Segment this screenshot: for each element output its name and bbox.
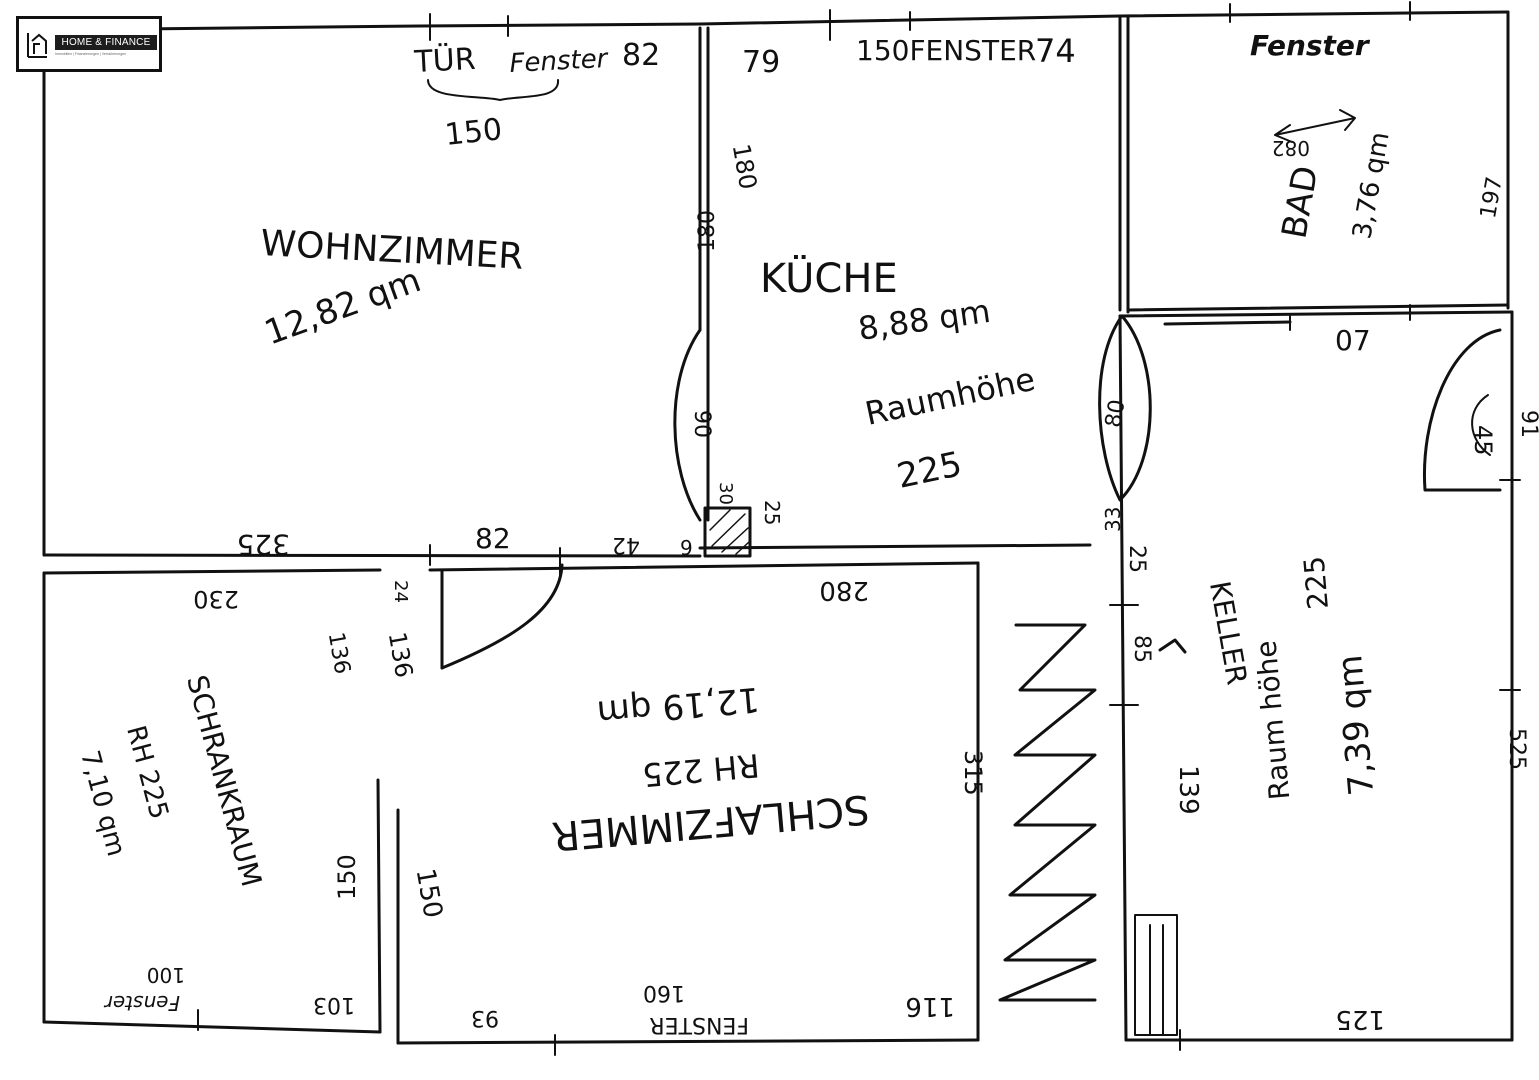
label-keller: KELLER — [1203, 579, 1254, 688]
label-180a: 180 — [695, 210, 720, 252]
label-85: 85 — [1129, 635, 1154, 663]
wall-schrank-right — [376, 778, 382, 1034]
label-103: 103 — [313, 992, 355, 1017]
label-tuer: TÜR — [413, 41, 477, 80]
door-arc-kueche-keller — [1098, 314, 1152, 502]
label-30: 30 — [715, 482, 736, 505]
label-07: 07 — [1335, 324, 1371, 357]
door-arc-schlaf — [440, 563, 564, 670]
label-schlafzimmer: SCHLAFZIMMER — [550, 785, 871, 859]
label-33: 33 — [1101, 507, 1125, 532]
wall-schrank-bottom — [42, 1020, 382, 1034]
label-225-k: 225 — [894, 444, 966, 497]
keller-shelf — [1134, 914, 1178, 1036]
label-136b: 136 — [383, 630, 419, 680]
bad-window-bar — [1163, 320, 1292, 326]
label-82-top: 82 — [622, 38, 660, 73]
wall-schrank-top — [42, 568, 382, 575]
label-197: 197 — [1476, 175, 1508, 221]
label-125: 125 — [1335, 1004, 1385, 1034]
label-139: 139 — [1173, 765, 1203, 815]
label-bad-qm: 3,76 qm — [1347, 130, 1395, 242]
wall-bad-bottom — [1126, 303, 1510, 312]
label-fenster-kueche: 150FENSTER — [856, 34, 1036, 67]
wall-keller-top — [1118, 310, 1514, 318]
label-45: 45 — [1469, 425, 1497, 456]
label-150b: 150 — [410, 866, 448, 920]
label-keller-225: 225 — [1297, 555, 1335, 611]
label-525: 525 — [1504, 728, 1529, 770]
wall-schlaf-bottom — [396, 1038, 980, 1045]
keller-shelf-lines — [1149, 924, 1164, 1036]
label-schrank-rh: RH 225 — [120, 722, 174, 822]
wall-keller-left — [1118, 314, 1128, 1042]
wall-kueche-bottom — [698, 543, 1092, 550]
label-schrank-qm: 7,10 qm — [74, 747, 131, 859]
bad-arrow — [1274, 109, 1356, 143]
logo-brand: HOME & FINANCE — [55, 35, 157, 50]
label-230: 230 — [193, 585, 239, 613]
label-schlaf-qm: 12,19 qm — [595, 679, 761, 733]
label-25-small: 25 — [760, 500, 784, 525]
label-wohnzimmer-qm: 12,82 qm — [259, 260, 426, 353]
label-150: 150 — [443, 112, 504, 153]
label-90: 90 — [689, 410, 714, 438]
chimney — [703, 506, 752, 558]
wall-top — [42, 10, 1510, 32]
label-180b: 180 — [727, 142, 763, 192]
label-160: 160 — [643, 980, 685, 1005]
wall-schlaf-top — [428, 561, 980, 572]
label-fenster-schrank: Fenster — [103, 991, 180, 1015]
label-315: 315 — [959, 750, 987, 796]
label-keller-qm: 7,39 qm — [1330, 653, 1382, 797]
label-24: 24 — [390, 580, 411, 603]
label-74: 74 — [1035, 32, 1076, 70]
label-116: 116 — [905, 991, 955, 1021]
label-schrankraum: SCHRANKRAUM — [180, 672, 268, 890]
home-finance-logo: HOME & FINANCE Immobilien | Finanzierung… — [16, 16, 162, 72]
label-schlaf-rh: RH 225 — [641, 746, 761, 794]
wall-wohnzimmer-bottom — [42, 553, 702, 558]
label-93: 93 — [471, 1005, 499, 1030]
logo-tagline: Immobilien | Finanzierungen | Versicheru… — [55, 52, 127, 56]
label-82-mid: 82 — [475, 522, 511, 555]
label-25-keller: 25 — [1124, 545, 1149, 573]
chimney-hatch — [709, 509, 750, 555]
label-082: 082 — [1272, 136, 1310, 160]
label-280: 280 — [819, 575, 869, 605]
label-80-door: 80 — [1101, 398, 1130, 430]
house-logo-icon — [27, 33, 47, 58]
label-bad: BAD — [1274, 163, 1326, 242]
label-kueche: KÜCHE — [760, 254, 898, 302]
label-150a: 150 — [333, 854, 361, 900]
brace-150 — [427, 79, 560, 101]
label-136a: 136 — [323, 630, 355, 676]
label-raumhoehe-k: Raumhöhe — [862, 360, 1039, 433]
door-arc-keller-arrow — [1471, 394, 1491, 456]
label-keller-rh: Raum höhe — [1250, 639, 1297, 801]
label-42: 42 — [612, 532, 640, 557]
keller-gap — [1158, 638, 1187, 654]
label-fenster-schlaf: FENSTER — [649, 1012, 749, 1037]
door-arc-keller — [1422, 328, 1502, 492]
label-100: 100 — [147, 963, 185, 987]
label-79: 79 — [742, 45, 780, 80]
label-fenster-bad: Fenster — [1250, 29, 1371, 62]
stairs — [998, 623, 1097, 1002]
label-325: 325 — [237, 528, 290, 561]
door-arc-wohn-kueche — [673, 328, 702, 522]
label-91: 91 — [1516, 410, 1539, 438]
label-9: 9 — [680, 536, 693, 560]
wall-ticks — [197, 1, 1521, 1056]
label-fenster-top: Fenster — [509, 44, 611, 79]
